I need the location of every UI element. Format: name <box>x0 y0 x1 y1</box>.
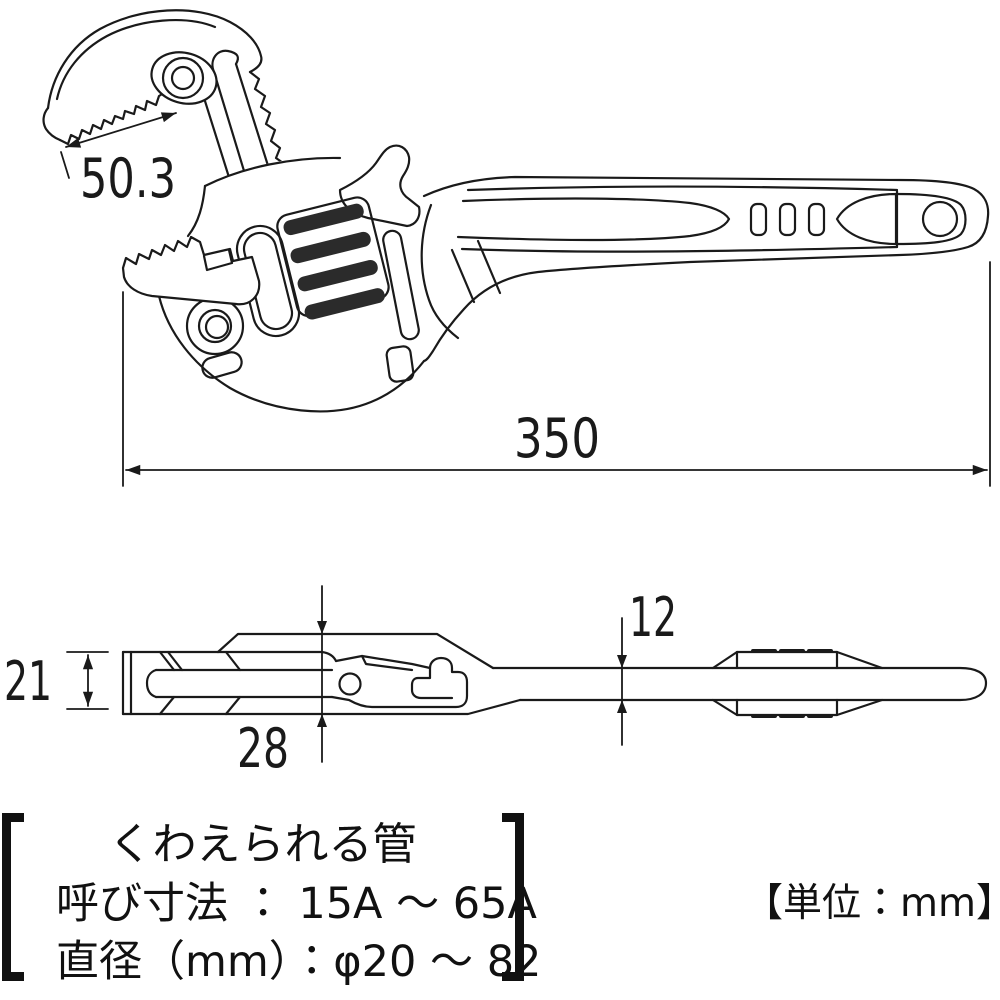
dimension-handle-thickness: 12 <box>617 586 677 746</box>
spec-right-bracket <box>502 813 524 981</box>
boot-hole <box>385 345 415 383</box>
handle-thickness-label: 12 <box>629 586 677 649</box>
plan-view: 21 28 12 <box>4 585 988 780</box>
dimension-overall-length: 350 <box>122 261 991 487</box>
spec-left-bracket <box>2 813 24 981</box>
plan-pivot-hole <box>338 672 362 696</box>
adjustment-knurl <box>276 196 390 320</box>
dimension-jaw-opening: 50.3 <box>60 112 177 210</box>
plan-handle <box>491 649 988 718</box>
handle-edges <box>420 175 990 363</box>
side-view: 50.3 350 <box>42 9 991 487</box>
head-depth-label: 28 <box>237 717 289 780</box>
jaw-pivot-boss <box>150 51 218 105</box>
spec-title: くわえられる管 <box>108 819 417 870</box>
hang-hole <box>921 200 959 238</box>
body-edges <box>157 156 426 413</box>
grip-notches <box>751 649 833 718</box>
spec-nominal-size: 呼び寸法 ： 15A ～ 65A <box>56 879 537 929</box>
boot-slot <box>382 229 420 341</box>
heel-jaw <box>121 235 261 306</box>
overall-length-label: 350 <box>514 407 600 470</box>
dimension-head-width: 21 <box>4 650 109 713</box>
spec-diameter: 直径（mm）：φ20 ～ 82 <box>56 937 542 987</box>
plan-head <box>121 632 522 716</box>
dimension-head-depth: 28 <box>237 585 327 780</box>
wrench-handle <box>402 177 989 376</box>
head-width-label: 21 <box>4 650 52 713</box>
body-pivot-pin <box>185 296 245 379</box>
unit-note: 【単位：mm】 <box>744 881 1000 926</box>
wrench-drawing-svg: 50.3 350 <box>4 9 991 780</box>
jaw-opening-label: 50.3 <box>80 147 176 210</box>
